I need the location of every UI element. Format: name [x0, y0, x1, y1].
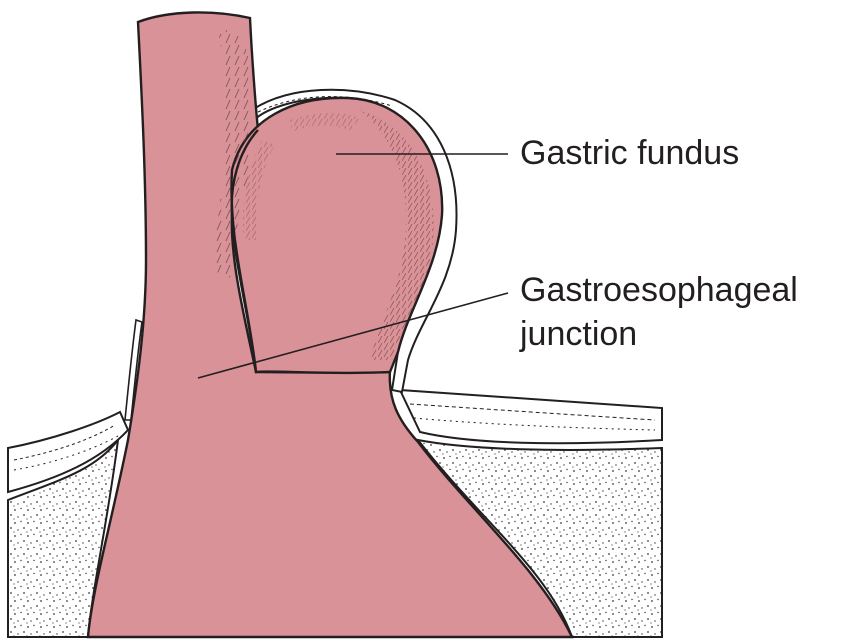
- gastric-fundus-label: Gastric fundus: [520, 133, 739, 173]
- ge-junction-label-line1: Gastroesophageal: [520, 270, 798, 310]
- ge-junction-label-line2: junction: [520, 314, 637, 354]
- right-membrane: [400, 390, 662, 443]
